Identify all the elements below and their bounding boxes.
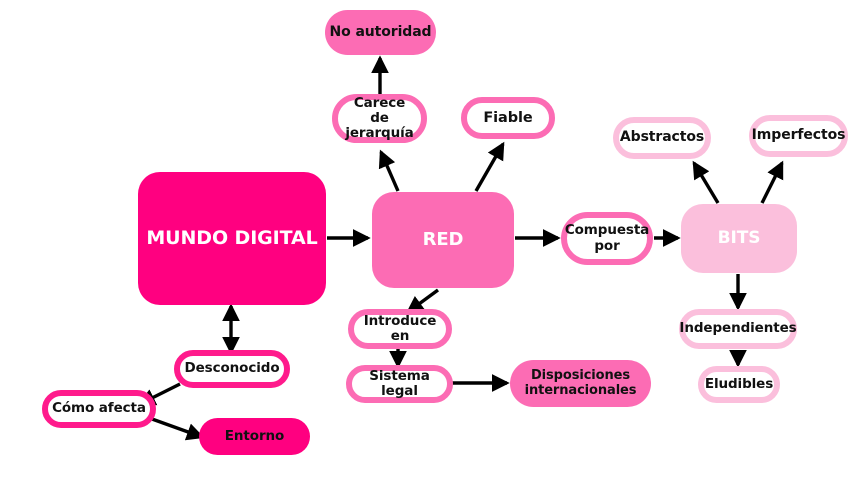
disposiciones-line-2: internacionales xyxy=(524,382,637,398)
node-label-fiable: Fiable xyxy=(483,109,533,126)
edge-bits-abstractos xyxy=(692,160,720,204)
node-sistema-legal[interactable]: Sistema legal xyxy=(346,365,453,403)
edge-bits-imperfectos xyxy=(760,160,784,204)
node-label-disposiciones-internacionales: Disposiciones internacionales xyxy=(517,367,645,398)
node-label-eludibles: Eludibles xyxy=(704,375,774,392)
node-label-red: RED xyxy=(422,228,464,250)
node-abstractos[interactable]: Abstractos xyxy=(613,117,711,159)
edge-red-fiable xyxy=(474,141,505,192)
node-label-introduce-en: Introduce en xyxy=(363,312,437,344)
node-label-independientes: Independientes xyxy=(679,320,797,337)
node-independientes[interactable]: Independientes xyxy=(679,309,797,349)
carece-line-2: jerarquía xyxy=(345,125,414,142)
node-label-desconocido: Desconocido xyxy=(184,360,280,377)
node-label-sistema-legal: Sistema legal xyxy=(369,367,430,399)
node-label-abstractos: Abstractos xyxy=(619,129,705,146)
node-label-no-autoridad: No autoridad xyxy=(329,23,432,40)
node-entorno[interactable]: Entorno xyxy=(199,418,310,455)
compuesta-line-2: por xyxy=(594,237,620,254)
node-imperfectos[interactable]: Imperfectos xyxy=(749,115,848,157)
node-como-afecta[interactable]: Cómo afecta xyxy=(42,390,156,428)
compuesta-line-1: Compuesta xyxy=(564,222,650,239)
node-introduce-en[interactable]: Introduce en xyxy=(348,309,452,349)
disposiciones-line-1: Disposiciones xyxy=(530,367,631,383)
node-label-como-afecta: Cómo afecta xyxy=(52,400,146,417)
node-label-mundo-digital: MUNDO DIGITAL xyxy=(146,226,318,249)
node-label-carece-de-jerarquia: Carece de jerarquía xyxy=(337,94,421,142)
node-label-bits: BITS xyxy=(717,227,761,248)
node-red[interactable]: RED xyxy=(372,192,514,288)
carece-line-1: Carece de xyxy=(353,94,406,126)
node-disposiciones-internacionales[interactable]: Disposiciones internacionales xyxy=(510,360,651,407)
node-no-autoridad[interactable]: No autoridad xyxy=(325,10,436,55)
node-label-imperfectos: Imperfectos xyxy=(751,127,846,144)
node-label-entorno: Entorno xyxy=(224,427,285,444)
node-bits[interactable]: BITS xyxy=(681,204,797,273)
edge-comoafecta-entorno xyxy=(151,417,205,441)
node-eludibles[interactable]: Eludibles xyxy=(698,366,780,403)
node-label-compuesta-por: Compuesta por xyxy=(557,223,657,253)
node-compuesta-por[interactable]: Compuesta por xyxy=(561,212,653,265)
edge-red-carece xyxy=(378,149,400,192)
node-desconocido[interactable]: Desconocido xyxy=(174,350,290,388)
node-mundo-digital[interactable]: MUNDO DIGITAL xyxy=(138,172,326,305)
node-fiable[interactable]: Fiable xyxy=(461,97,555,139)
node-carece-de-jerarquia[interactable]: Carece de jerarquía xyxy=(332,94,427,143)
